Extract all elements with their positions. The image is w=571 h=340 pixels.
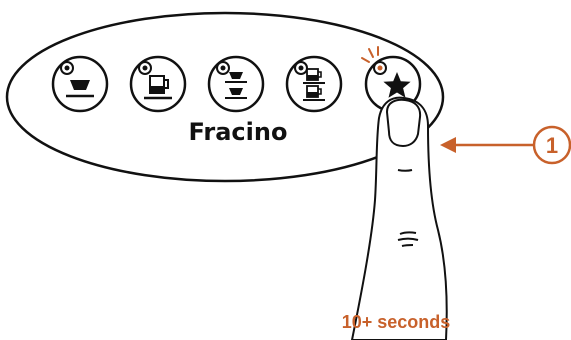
button-single-cup[interactable] [51, 55, 109, 113]
button-mug[interactable] [129, 55, 187, 113]
blink-indicator-icon [361, 46, 379, 63]
hold-duration-label: 10+ seconds [341, 312, 451, 332]
finger-icon [351, 96, 448, 340]
callout-badge: 1 [532, 125, 571, 165]
status-light [377, 65, 383, 71]
button-double-mug[interactable] [285, 55, 343, 113]
double-cup-icon [225, 72, 247, 99]
star-icon [383, 72, 411, 98]
mug-icon [144, 75, 172, 100]
single-cup-icon [66, 80, 94, 98]
callout-arrow [440, 137, 533, 153]
button-double-cup[interactable] [207, 55, 265, 113]
callout-number: 1 [546, 133, 558, 158]
brand-logo: Fracino [189, 118, 288, 146]
double-mug-icon [303, 68, 325, 101]
